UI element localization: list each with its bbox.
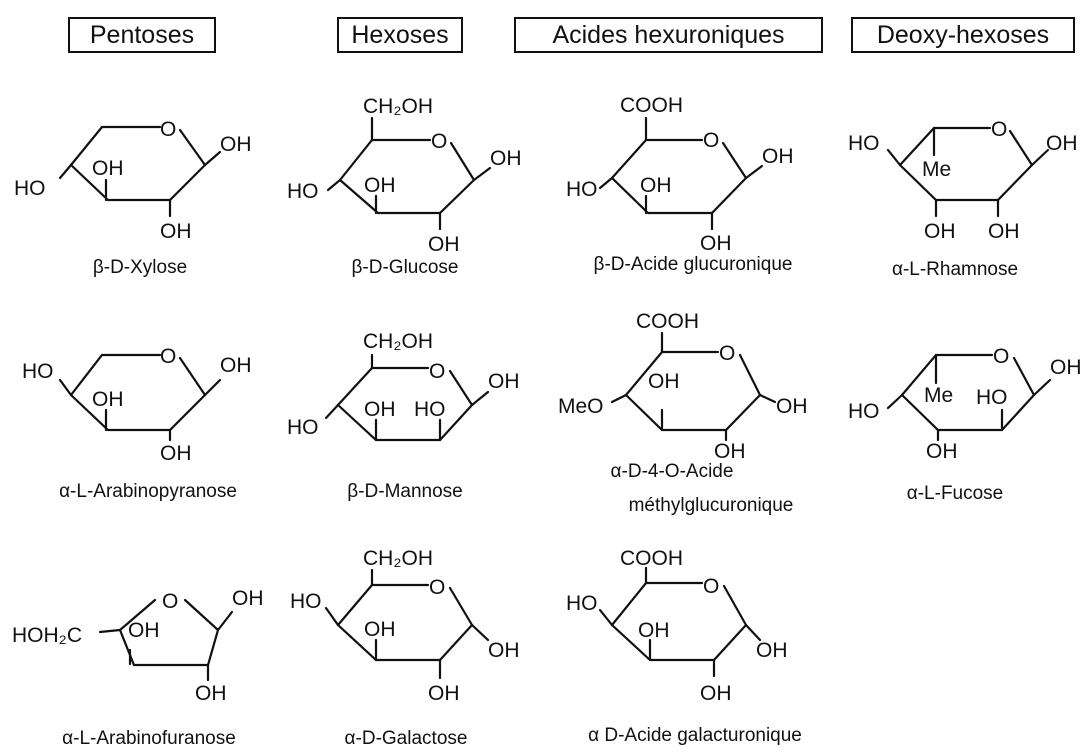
caption-arabinopyranose: α-L-Arabinopyranose xyxy=(59,481,237,502)
header-deoxy-hexoses: Deoxy-hexoses xyxy=(851,17,1075,53)
glucose-oh-anomeric: OH xyxy=(490,147,522,170)
caption-glucose: β-D-Glucose xyxy=(351,257,459,278)
methylglucuronic-cooh: COOH xyxy=(636,310,699,333)
methylglucuronic-oh-c3: OH xyxy=(648,370,680,393)
rhamnose-ring xyxy=(886,126,1050,218)
methylglucuronic-meo: MeO xyxy=(558,395,604,418)
glucuronic-ring-oxygen: O xyxy=(703,129,719,152)
methylglucuronic-ring-oxygen: O xyxy=(719,342,735,365)
galactose-ch2oh: CH₂OH xyxy=(363,547,433,570)
arabinopyranose-ho-c4: HO xyxy=(22,360,54,383)
methylglucuronic-oh-c2: OH xyxy=(714,440,746,463)
galacturonic-ho-c4: HO xyxy=(566,592,598,615)
methylglucuronic-oh-anomeric: OH xyxy=(776,395,808,418)
fucose-methyl: Me xyxy=(924,384,953,407)
galactose-oh-c3: OH xyxy=(364,618,396,641)
fucose-ho-c2: HO xyxy=(976,386,1008,409)
arabinopyranose-oh-c3: OH xyxy=(92,388,124,411)
caption-glucuronic: β-D-Acide glucuronique xyxy=(593,254,793,275)
rhamnose-oh-anomeric: OH xyxy=(1046,132,1078,155)
mannose-ho-c4: HO xyxy=(287,416,319,439)
mannose-ring xyxy=(324,353,490,442)
galacturonic-oh-c2: OH xyxy=(700,682,732,705)
mannose-oh-anomeric: OH xyxy=(488,370,520,393)
fucose-ring xyxy=(886,353,1052,442)
glucose-oh-c2: OH xyxy=(428,233,460,256)
arabinopyranose-oh-c2: OH xyxy=(160,442,192,465)
caption-galactose: α-D-Galactose xyxy=(344,728,468,749)
glucuronic-ho-c4: HO xyxy=(566,178,598,201)
mannose-oh-c3: OH xyxy=(364,398,396,421)
caption-methylglucuronic-line1: α-D-4-O-Acide xyxy=(610,461,734,482)
caption-galacturonic: α D-Acide galacturonique xyxy=(588,725,802,746)
glucose-ring xyxy=(326,116,492,231)
arabinofuranose-oh-c2: OH xyxy=(195,682,227,705)
fucose-ring-oxygen: O xyxy=(993,345,1009,368)
mannose-ch2oh: CH₂OH xyxy=(363,330,433,353)
arabinopyranose-ring-oxygen: O xyxy=(160,345,176,368)
caption-rhamnose: α-L-Rhamnose xyxy=(891,259,1019,280)
galacturonic-oh-c3: OH xyxy=(638,619,670,642)
glucuronic-ring xyxy=(598,116,764,231)
glucuronic-oh-c3: OH xyxy=(640,174,672,197)
caption-methylglucuronic-line2: méthylglucuronique xyxy=(628,495,794,516)
glucuronic-cooh: COOH xyxy=(620,94,683,117)
rhamnose-ring-oxygen: O xyxy=(991,118,1007,141)
glucose-ch2oh: CH₂OH xyxy=(363,95,433,118)
caption-arabinofuranose: α-L-Arabinofuranose xyxy=(62,728,236,749)
mannose-ring-oxygen: O xyxy=(429,360,445,383)
xylose-ring xyxy=(58,125,222,218)
glucose-oh-c3: OH xyxy=(364,174,396,197)
header-hexuronic-acids: Acides hexuroniques xyxy=(514,17,823,53)
galactose-oh-anomeric: OH xyxy=(488,639,520,662)
arabinopyranose-oh-anomeric: OH xyxy=(220,354,252,377)
xylose-oh-c3: OH xyxy=(92,157,124,180)
caption-fucose: α-L-Fucose xyxy=(906,483,1004,504)
header-pentoses: Pentoses xyxy=(68,17,216,53)
rhamnose-oh-c2: OH xyxy=(988,220,1020,243)
rhamnose-oh-c3: OH xyxy=(924,220,956,243)
fucose-ho-c4: HO xyxy=(848,400,880,423)
header-hexoses: Hexoses xyxy=(337,17,463,53)
xylose-oh-c2: OH xyxy=(160,220,192,243)
arabinofuranose-oh-anomeric: OH xyxy=(232,587,264,610)
rhamnose-methyl: Me xyxy=(922,158,951,181)
arabinofuranose-oh-c3: OH xyxy=(128,619,160,642)
galacturonic-ring xyxy=(598,566,762,678)
galactose-ring xyxy=(324,568,490,680)
galactose-ho-c4: HO xyxy=(290,590,322,613)
methylglucuronic-ring xyxy=(610,331,777,442)
rhamnose-ho-c4: HO xyxy=(848,132,880,155)
galactose-oh-c2: OH xyxy=(428,682,460,705)
glucose-ho-c4: HO xyxy=(287,180,319,203)
arabinopyranose-ring xyxy=(58,353,222,442)
arabinofuranose-ring-oxygen: O xyxy=(162,590,178,613)
xylose-ho-c4: HO xyxy=(14,177,46,200)
glucuronic-oh-anomeric: OH xyxy=(762,145,794,168)
mannose-ho-c2: HO xyxy=(414,398,446,421)
arabinofuranose-hoh2c: HOH₂C xyxy=(12,624,82,647)
galacturonic-ring-oxygen: O xyxy=(703,575,719,598)
xylose-ring-oxygen: O xyxy=(160,118,176,141)
xylose-oh-anomeric: OH xyxy=(220,133,252,156)
fucose-oh-anomeric: OH xyxy=(1050,356,1082,379)
caption-mannose: β-D-Mannose xyxy=(347,481,463,502)
arabinofuranose-ring xyxy=(98,598,234,682)
galactose-ring-oxygen: O xyxy=(429,576,445,599)
glucose-ring-oxygen: O xyxy=(431,130,447,153)
glucuronic-oh-c2: OH xyxy=(700,232,732,255)
galacturonic-oh-anomeric: OH xyxy=(756,639,788,662)
galacturonic-cooh: COOH xyxy=(620,547,683,570)
fucose-oh-c3: OH xyxy=(926,440,958,463)
caption-xylose: β-D-Xylose xyxy=(92,257,188,278)
